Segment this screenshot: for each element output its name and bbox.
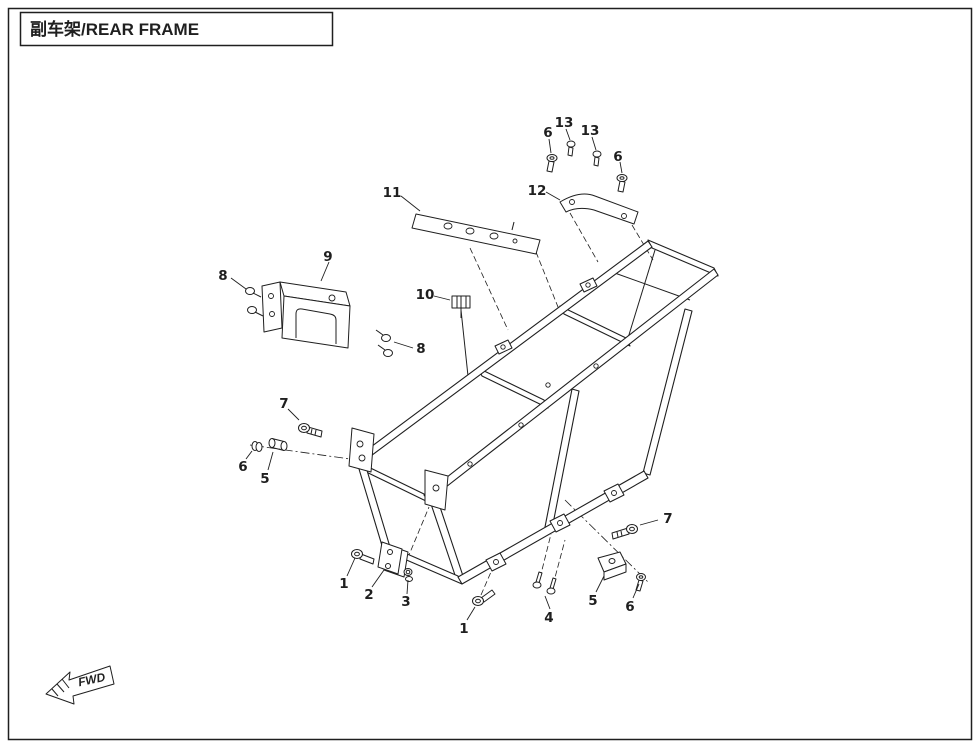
link-2-plates [377, 541, 409, 578]
leader-line-7 [639, 519, 659, 526]
callout-5: 5 [260, 471, 269, 487]
callout-10: 10 [416, 287, 435, 303]
fwd-arrow: FWD [45, 665, 115, 705]
page-title: 副车架/REAR FRAME [30, 19, 199, 39]
leader-line-8 [393, 341, 414, 349]
screws-8-left [245, 287, 264, 317]
leader-line-6 [632, 583, 640, 599]
construction-lines [249, 212, 654, 596]
part-12-bracket [559, 193, 639, 225]
part-10-clip [451, 295, 471, 318]
screws-4 [532, 571, 557, 595]
callout-6: 6 [625, 599, 634, 615]
callout-8: 8 [416, 341, 425, 357]
callout-11: 11 [383, 185, 402, 201]
mount-5-right [597, 551, 627, 581]
washer-6-left [251, 441, 263, 452]
leader-line-5 [267, 451, 274, 471]
callout-1: 1 [339, 576, 348, 592]
nut-3 [403, 568, 413, 582]
callout-6: 6 [238, 459, 247, 475]
callout-13: 13 [581, 123, 600, 139]
leader-line-13 [565, 128, 571, 141]
callout-12: 12 [528, 183, 547, 199]
callout-4: 4 [544, 610, 553, 626]
leader-line-6 [245, 450, 253, 460]
leader-line-9 [320, 261, 330, 282]
part-11-plate [411, 213, 541, 255]
leader-line-1 [346, 557, 356, 577]
callout-6: 6 [543, 125, 552, 141]
bolt-7-left [298, 423, 323, 438]
title-box [19, 11, 334, 47]
leader-line-1 [466, 606, 476, 621]
leader-line-4 [544, 595, 551, 610]
screws-6-13-top [546, 140, 628, 193]
leader-line-3 [406, 579, 409, 595]
callout-6: 6 [613, 149, 622, 165]
rear-frame-drawing [348, 239, 719, 585]
callout-5: 5 [588, 593, 597, 609]
leader-line-2 [371, 569, 385, 588]
leader-line-7 [287, 408, 300, 421]
leader-line-8 [230, 277, 247, 290]
bolt-1-left [351, 549, 375, 565]
leader-line-6 [619, 161, 623, 174]
screws-8-right [375, 329, 393, 357]
screw-6-right [635, 573, 646, 592]
bolt-7-right [611, 524, 638, 540]
callout-7: 7 [279, 396, 288, 412]
leader-line-5 [595, 575, 605, 593]
callout-2: 2 [364, 587, 373, 603]
part-9-bracket [261, 281, 351, 349]
callout-9: 9 [323, 249, 332, 265]
callout-8: 8 [218, 268, 227, 284]
leader-line-13 [591, 136, 597, 151]
callout-1: 1 [459, 621, 468, 637]
bolt-1-middle [472, 589, 496, 606]
callout-3: 3 [401, 594, 410, 610]
leader-line-12 [545, 191, 561, 201]
fwd-label: FWD [77, 670, 107, 689]
callout-13: 13 [555, 115, 574, 131]
leader-line-10 [433, 295, 451, 301]
spacer-5-left [268, 438, 288, 451]
leader-line-6 [548, 138, 552, 154]
callout-7: 7 [663, 511, 672, 527]
page-border [7, 7, 973, 741]
leader-line-11 [400, 195, 421, 212]
